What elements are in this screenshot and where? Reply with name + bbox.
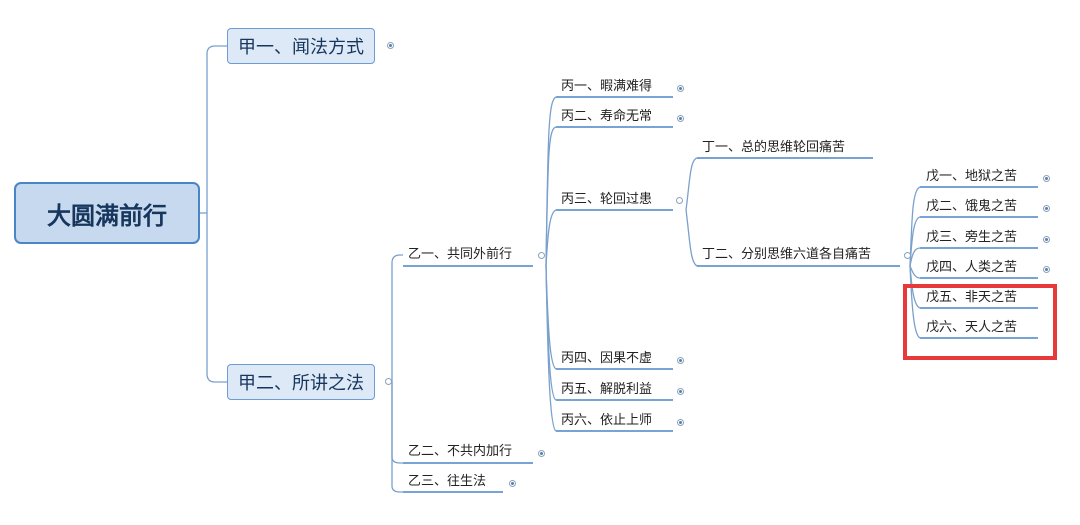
expand-toggle-icon[interactable] [677,85,684,92]
bing1-node[interactable]: 丙一、暇满难得 [561,79,653,94]
bing2-node[interactable]: 丙二、寿命无常 [561,109,653,124]
bing6-node[interactable]: 丙六、依止上师 [561,413,653,428]
expand-toggle-icon[interactable] [1043,266,1050,273]
expand-toggle-icon[interactable] [1043,236,1050,243]
collapse-toggle-icon[interactable] [904,252,911,259]
wu3-node[interactable]: 戊三、旁生之苦 [926,230,1018,245]
ding1-node[interactable]: 丁一、总的思维轮回痛苦 [702,140,846,155]
wu5-node[interactable]: 戊五、非天之苦 [926,290,1018,305]
expand-toggle-icon[interactable] [509,480,516,487]
jia2-node[interactable]: 甲二、所讲之法 [227,364,375,400]
highlight-box [903,284,1057,360]
expand-toggle-icon[interactable] [677,357,684,364]
expand-toggle-icon[interactable] [1043,175,1050,182]
ding2-node[interactable]: 丁二、分别思维六道各自痛苦 [702,247,872,262]
expand-toggle-icon[interactable] [677,388,684,395]
collapse-toggle-icon[interactable] [385,378,392,385]
collapse-toggle-icon[interactable] [676,197,683,204]
yi3-node[interactable]: 乙三、往生法 [408,474,487,489]
wu4-node[interactable]: 戊四、人类之苦 [926,260,1018,275]
expand-toggle-icon[interactable] [1043,205,1050,212]
bing4-node[interactable]: 丙四、因果不虚 [561,351,653,366]
yi2-node[interactable]: 乙二、不共内加行 [408,444,513,459]
expand-toggle-icon[interactable] [677,419,684,426]
wu2-node[interactable]: 戊二、饿鬼之苦 [926,199,1018,214]
expand-toggle-icon[interactable] [677,115,684,122]
expand-toggle-icon[interactable] [387,42,394,49]
expand-toggle-icon[interactable] [538,450,545,457]
wu6-node[interactable]: 戊六、天人之苦 [926,320,1018,335]
bing5-node[interactable]: 丙五、解脱利益 [561,382,653,397]
yi1-node[interactable]: 乙一、共同外前行 [408,247,513,262]
collapse-toggle-icon[interactable] [538,252,545,259]
root-node[interactable]: 大圆满前行 [14,182,200,244]
bing3-node[interactable]: 丙三、轮回过患 [561,192,653,207]
jia1-node[interactable]: 甲一、闻法方式 [227,28,375,64]
wu1-node[interactable]: 戊一、地狱之苦 [926,169,1018,184]
